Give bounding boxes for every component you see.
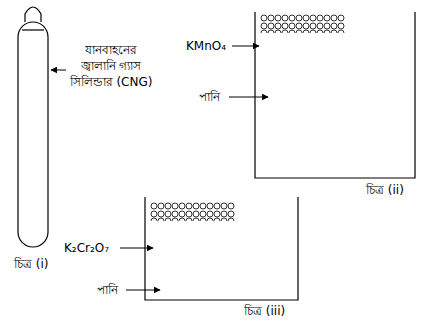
crystal-grain <box>221 203 227 209</box>
crystal-grain <box>317 23 323 29</box>
crystal-grain <box>310 23 316 29</box>
crystal-grain <box>172 218 178 221</box>
beaker <box>255 12 415 178</box>
leader-arrow <box>51 70 66 71</box>
leader-arrow <box>120 248 153 249</box>
crystal-grain <box>186 218 192 221</box>
crystal-grain <box>303 23 309 29</box>
crystal-grain <box>338 23 344 29</box>
crystal-grain <box>275 15 281 21</box>
figure-caption: চিত্র (ii) <box>366 182 404 198</box>
leader-arrow <box>232 46 259 47</box>
crystal-grain <box>261 30 267 33</box>
crystal-grain <box>317 30 323 33</box>
crystal-grain <box>317 15 323 21</box>
crystal-grain <box>200 203 206 209</box>
crystal-grain <box>172 203 178 209</box>
crystal-grain <box>338 30 344 33</box>
crystal-grain <box>289 23 295 29</box>
beaker <box>145 197 298 300</box>
crystal-grain <box>214 211 220 217</box>
crystal-grain <box>268 23 274 29</box>
crystal-grain <box>261 15 267 21</box>
figure-caption: চিত্র (iii) <box>244 303 285 319</box>
crystal-grain <box>310 30 316 33</box>
crystal-grain <box>221 218 227 221</box>
crystal-grain <box>172 211 178 217</box>
water-label: পানি <box>199 89 220 105</box>
water-label: পানি <box>97 282 118 298</box>
crystal-grain <box>214 218 220 221</box>
crystal-grain <box>158 211 164 217</box>
crystal-grain <box>296 23 302 29</box>
crystal-grain <box>193 218 199 221</box>
crystal-grain <box>331 23 337 29</box>
crystal-grain <box>324 23 330 29</box>
crystal-grain <box>289 15 295 21</box>
crystals <box>151 203 234 221</box>
crystal-grain <box>275 30 281 33</box>
gas-cylinder <box>18 7 48 247</box>
crystal-grain <box>303 15 309 21</box>
crystal-grain <box>324 15 330 21</box>
crystal-grain <box>179 211 185 217</box>
crystal-grain <box>200 218 206 221</box>
crystal-grain <box>179 218 185 221</box>
crystal-grain <box>228 203 234 209</box>
crystal-grain <box>228 211 234 217</box>
figure-caption: চিত্র (i) <box>14 256 49 272</box>
crystal-grain <box>282 23 288 29</box>
crystal-grain <box>275 23 281 29</box>
crystal-grain <box>228 218 234 221</box>
crystal-grain <box>207 211 213 217</box>
crystal-grain <box>289 30 295 33</box>
leader-arrow <box>229 97 268 98</box>
crystal-grain <box>193 203 199 209</box>
crystal-grain <box>268 15 274 21</box>
crystal-grain <box>193 211 199 217</box>
chemical-label: K₂Cr₂O₇ <box>64 240 109 256</box>
crystal-grain <box>151 211 157 217</box>
crystal-grain <box>214 203 220 209</box>
crystal-grain <box>165 203 171 209</box>
crystal-grain <box>207 218 213 221</box>
cylinder-label: যানবাহনের জ্বালানি গ্যাস সিলিন্ডার (CNG) <box>66 42 156 90</box>
chemical-label: KMnO₄ <box>186 38 226 54</box>
crystal-grain <box>282 30 288 33</box>
crystal-grain <box>268 30 274 33</box>
crystal-grain <box>221 211 227 217</box>
crystal-grain <box>165 211 171 217</box>
crystal-grain <box>165 218 171 221</box>
crystal-grain <box>179 203 185 209</box>
crystal-grain <box>158 203 164 209</box>
crystal-grain <box>158 218 164 221</box>
crystal-grain <box>151 218 157 221</box>
crystal-grain <box>331 15 337 21</box>
crystal-grain <box>331 30 337 33</box>
crystal-grain <box>310 15 316 21</box>
crystal-grain <box>282 15 288 21</box>
crystal-grain <box>338 15 344 21</box>
crystal-grain <box>296 15 302 21</box>
crystal-grain <box>296 30 302 33</box>
crystal-grain <box>261 23 267 29</box>
crystal-grain <box>151 203 157 209</box>
crystal-grain <box>200 211 206 217</box>
leader-arrow <box>126 290 160 291</box>
crystal-grain <box>186 211 192 217</box>
crystal-grain <box>186 203 192 209</box>
crystal-grain <box>207 203 213 209</box>
crystal-grain <box>303 30 309 33</box>
crystals <box>261 15 344 33</box>
crystal-grain <box>324 30 330 33</box>
